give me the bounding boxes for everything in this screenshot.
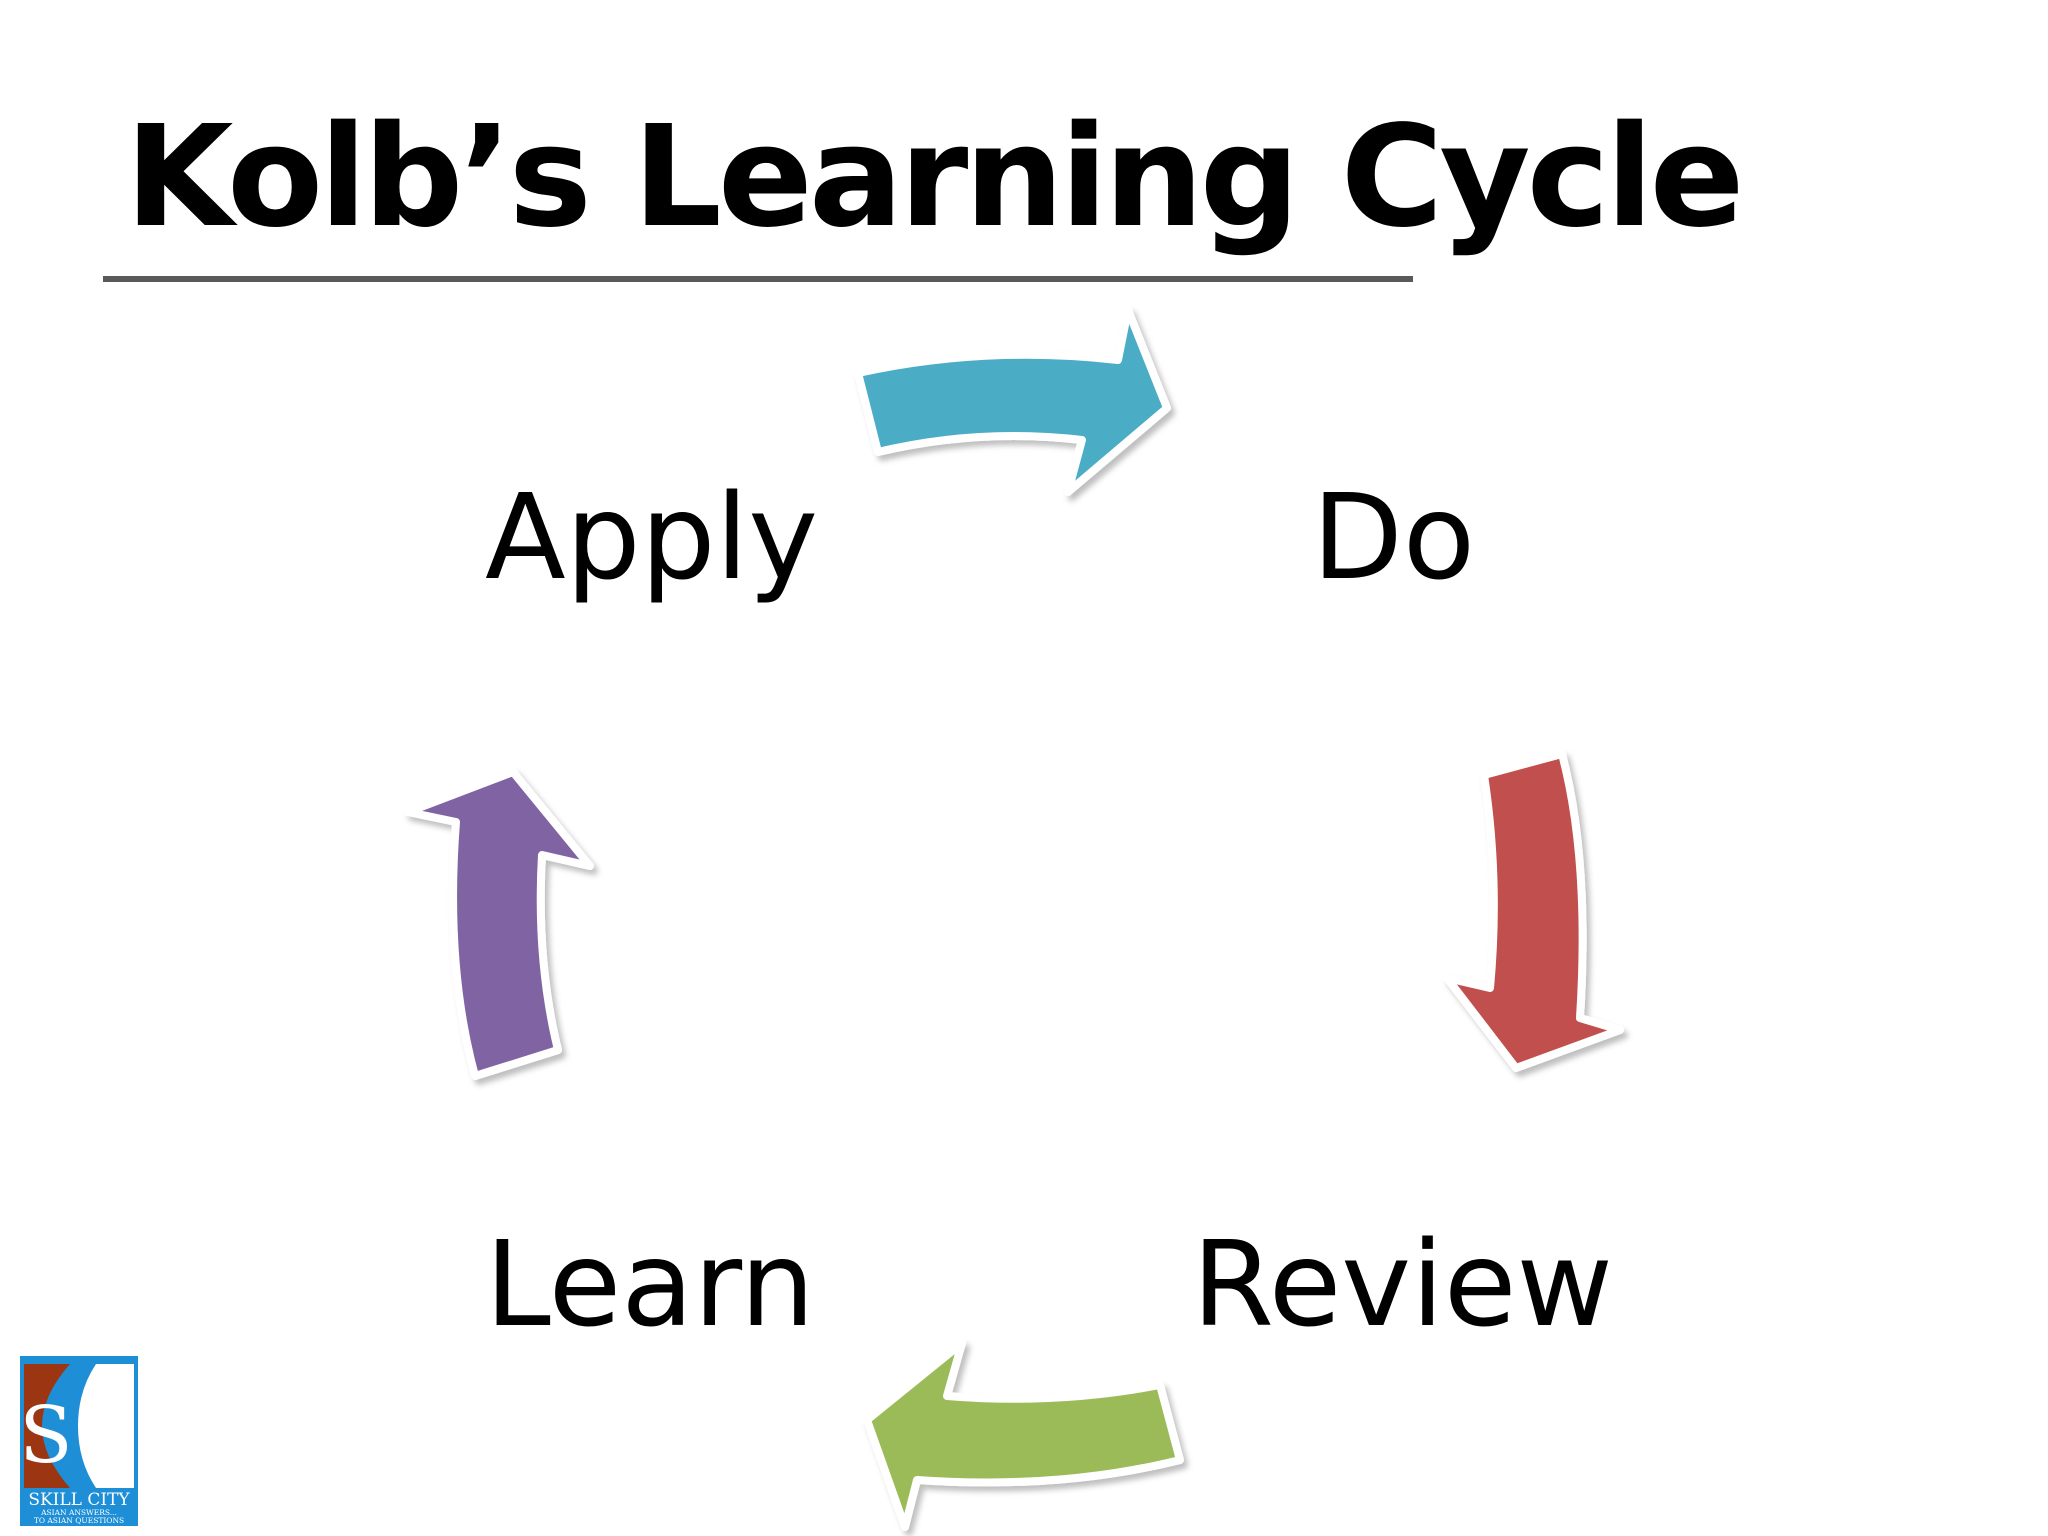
- logo-tagline-line1: ASIAN ANSWERS...: [40, 1508, 117, 1517]
- curved-arrow-apply-to-do: [854, 306, 1171, 496]
- curved-arrow-do-to-review: [1443, 750, 1624, 1072]
- skill-city-logo: S SKILL CITY ASIAN ANSWERS... TO ASIAN Q…: [20, 1356, 138, 1526]
- slide-title: Kolb’s Learning Cycle: [125, 96, 1745, 259]
- curved-arrow-learn-to-apply: [404, 768, 594, 1080]
- stage-do: Do: [1312, 468, 1476, 606]
- logo-tagline-line2: TO ASIAN QUESTIONS: [34, 1516, 124, 1525]
- logo-letter-s: S: [20, 1391, 73, 1481]
- title-underline: [103, 276, 1413, 282]
- stage-learn: Learn: [485, 1215, 815, 1353]
- stage-apply: Apply: [485, 468, 819, 606]
- logo-name: SKILL CITY: [28, 1490, 130, 1510]
- stage-review: Review: [1192, 1215, 1614, 1353]
- curved-arrow-review-to-learn: [863, 1339, 1184, 1531]
